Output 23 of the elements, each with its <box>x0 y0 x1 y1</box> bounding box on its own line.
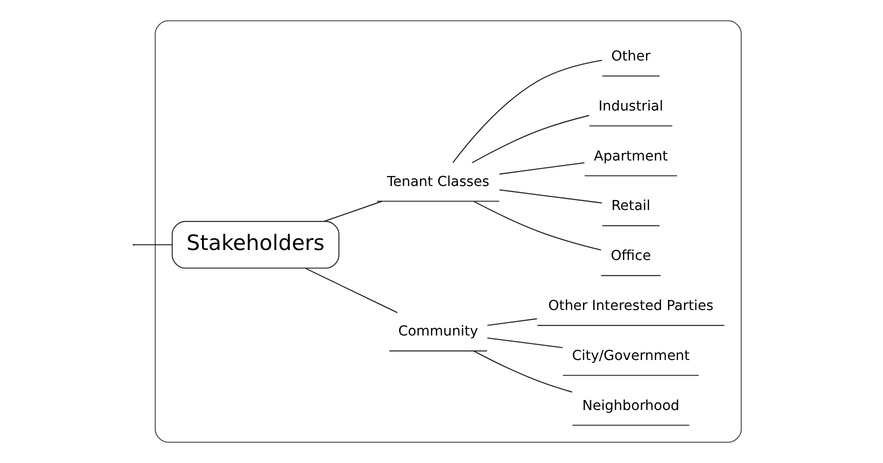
node-text: Other Interested Parties <box>548 298 714 314</box>
node-box: Stakeholders <box>172 220 340 269</box>
connector <box>324 200 382 222</box>
connector <box>474 200 602 251</box>
connector <box>472 114 590 164</box>
node-text: Tenant Classes <box>387 174 490 190</box>
connector <box>305 268 398 314</box>
connector <box>474 350 572 393</box>
connector <box>134 244 172 246</box>
connector <box>487 337 563 348</box>
node-text: Industrial <box>598 98 664 114</box>
node-text: Apartment <box>594 148 668 164</box>
node-text: City/Government <box>572 348 690 364</box>
connector <box>499 189 602 204</box>
connector <box>487 318 538 326</box>
connector <box>499 162 584 175</box>
node-text: Office <box>610 248 651 264</box>
node-text: Community <box>398 323 478 340</box>
node-text: Other <box>611 48 650 64</box>
node-text: Retail <box>611 198 650 214</box>
node-text: Neighborhood <box>582 398 680 414</box>
connector <box>452 60 602 164</box>
cluster <box>154 20 742 443</box>
